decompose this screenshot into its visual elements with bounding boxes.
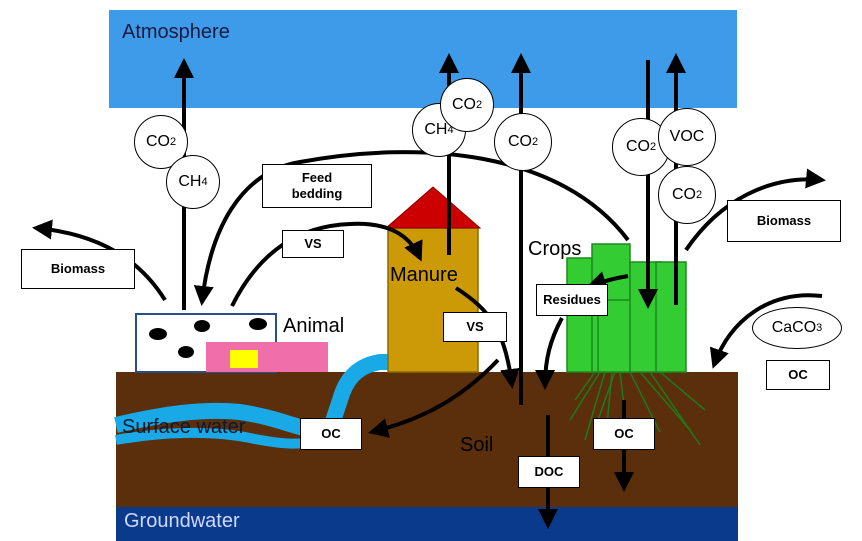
box-residues: Residues (536, 284, 608, 316)
arrow-vs-animal-manure (230, 221, 423, 307)
box-doc: DOC (518, 456, 580, 488)
surface-water-stream-lower (115, 427, 322, 449)
arrow-residues-down (535, 317, 564, 390)
feed-text: Feed (301, 170, 333, 185)
box-biomass-left: Biomass (21, 249, 135, 289)
box-biomass-right: Biomass (727, 200, 841, 242)
box-oc-surface: OC (300, 418, 362, 450)
label-soil: Soil (460, 434, 494, 456)
label-animal: Animal (283, 315, 345, 337)
box-oc-right: OC (766, 360, 830, 390)
box-oc-crops: OC (593, 418, 655, 450)
label-groundwater: Groundwater (124, 510, 240, 532)
arrow-feed-to-animal (193, 150, 630, 306)
label-crops: Crops (528, 238, 582, 260)
box-vs-top: VS (282, 230, 344, 258)
label-surface-water: Surface water (122, 416, 246, 438)
label-atmosphere: Atmosphere (122, 21, 230, 43)
label-manure: Manure (390, 264, 458, 286)
circle-voc: VOC (658, 108, 716, 166)
arrow-crops-right (684, 168, 826, 252)
box-vs-bottom: VS (443, 312, 507, 342)
groundwater-layer (116, 507, 738, 541)
animal-yellow-block (230, 350, 258, 368)
arrow-caco3-left (709, 293, 823, 369)
manure-roof (384, 186, 482, 229)
surface-water-stream (114, 354, 390, 438)
animal-pink-block (206, 342, 328, 372)
atmosphere-band (109, 10, 737, 108)
arrow-vs-to-oc (368, 358, 500, 438)
manure-building (387, 227, 479, 373)
box-feed-bedding: Feed bedding (262, 164, 372, 208)
bedding-text: bedding (291, 186, 343, 201)
